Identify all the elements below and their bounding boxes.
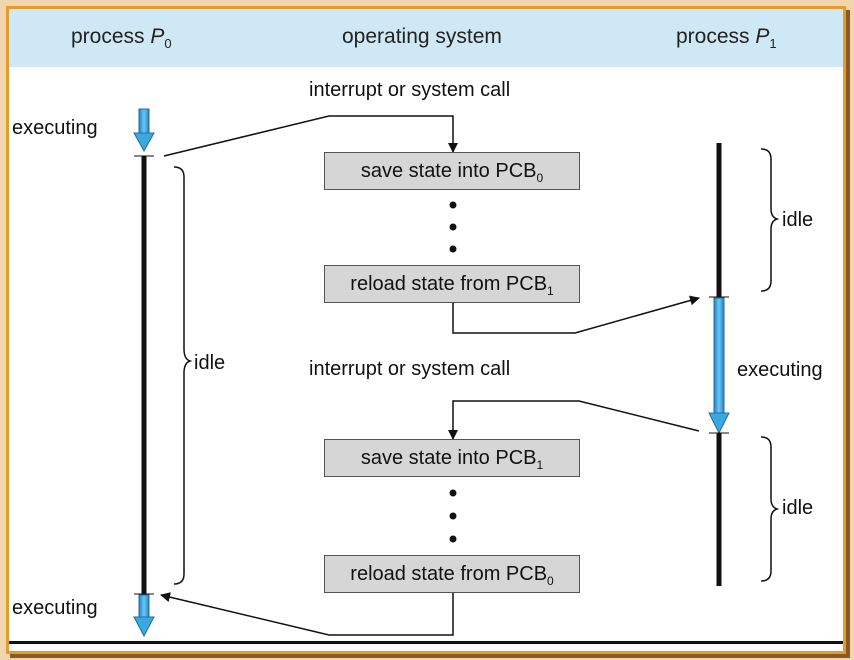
p1-executing-arrow [708, 297, 730, 435]
reload-state-pcb1-sub: 1 [547, 284, 554, 298]
header-p0-sub: 0 [164, 36, 172, 52]
ellipsis-dots-lower [449, 489, 457, 543]
save-state-pcb0-text: save state into PCB [360, 160, 537, 182]
executing-label-p1: executing [737, 359, 823, 381]
header-band: process P0 operating system process P1 [9, 9, 843, 67]
save-state-pcb0-box: save state into PCB0 [324, 152, 580, 190]
header-p0-var: P [150, 25, 165, 48]
interrupt-label-1: interrupt or system call [309, 79, 511, 101]
header-p1-var: P [755, 25, 770, 48]
executing-label-p0-top: executing [12, 117, 98, 139]
idle-label-p0: idle [194, 352, 226, 374]
diagram-canvas [133, 108, 780, 638]
p0-idle-brace [173, 166, 193, 585]
executing-label-p0-bottom: executing [12, 597, 98, 619]
idle-label-p1-top: idle [782, 209, 814, 231]
header-process-p0: process P0 [71, 25, 172, 51]
connector-reload1-to-p1 [452, 295, 700, 334]
p0-executing-arrow-top [133, 108, 155, 157]
reload-state-pcb1-box: reload state from PCB1 [324, 265, 580, 303]
save-state-pcb0-sub: 0 [536, 171, 544, 185]
interrupt-label-2: interrupt or system call [309, 358, 511, 380]
connector-p1-to-save1 [448, 400, 700, 440]
p1-idle-brace-bottom [760, 436, 780, 582]
ellipsis-dots-upper [449, 201, 457, 253]
header-p0-prefix: process [71, 25, 151, 48]
p0-executing-arrow-bottom [133, 593, 155, 638]
reload-state-pcb0-box: reload state from PCB0 [324, 555, 580, 593]
header-p1-prefix: process [676, 25, 756, 48]
save-state-pcb1-text: save state into PCB [360, 447, 537, 469]
bottom-rule [9, 641, 843, 644]
save-state-pcb1-sub: 1 [536, 458, 544, 472]
header-p1-sub: 1 [769, 36, 777, 52]
diagram-frame: process P0 operating system process P1 [6, 6, 846, 654]
reload-state-pcb1-text: reload state from PCB [350, 273, 548, 295]
idle-label-p1-bottom: idle [782, 497, 814, 519]
header-operating-system: operating system [342, 25, 502, 48]
connector-p0-to-save0 [163, 115, 458, 157]
save-state-pcb1-box: save state into PCB1 [324, 439, 580, 477]
p1-idle-brace-top [760, 148, 780, 292]
header-process-p1: process P1 [676, 25, 777, 51]
connector-reload0-to-p0 [160, 592, 454, 636]
reload-state-pcb0-text: reload state from PCB [350, 563, 548, 585]
reload-state-pcb0-sub: 0 [547, 574, 554, 588]
